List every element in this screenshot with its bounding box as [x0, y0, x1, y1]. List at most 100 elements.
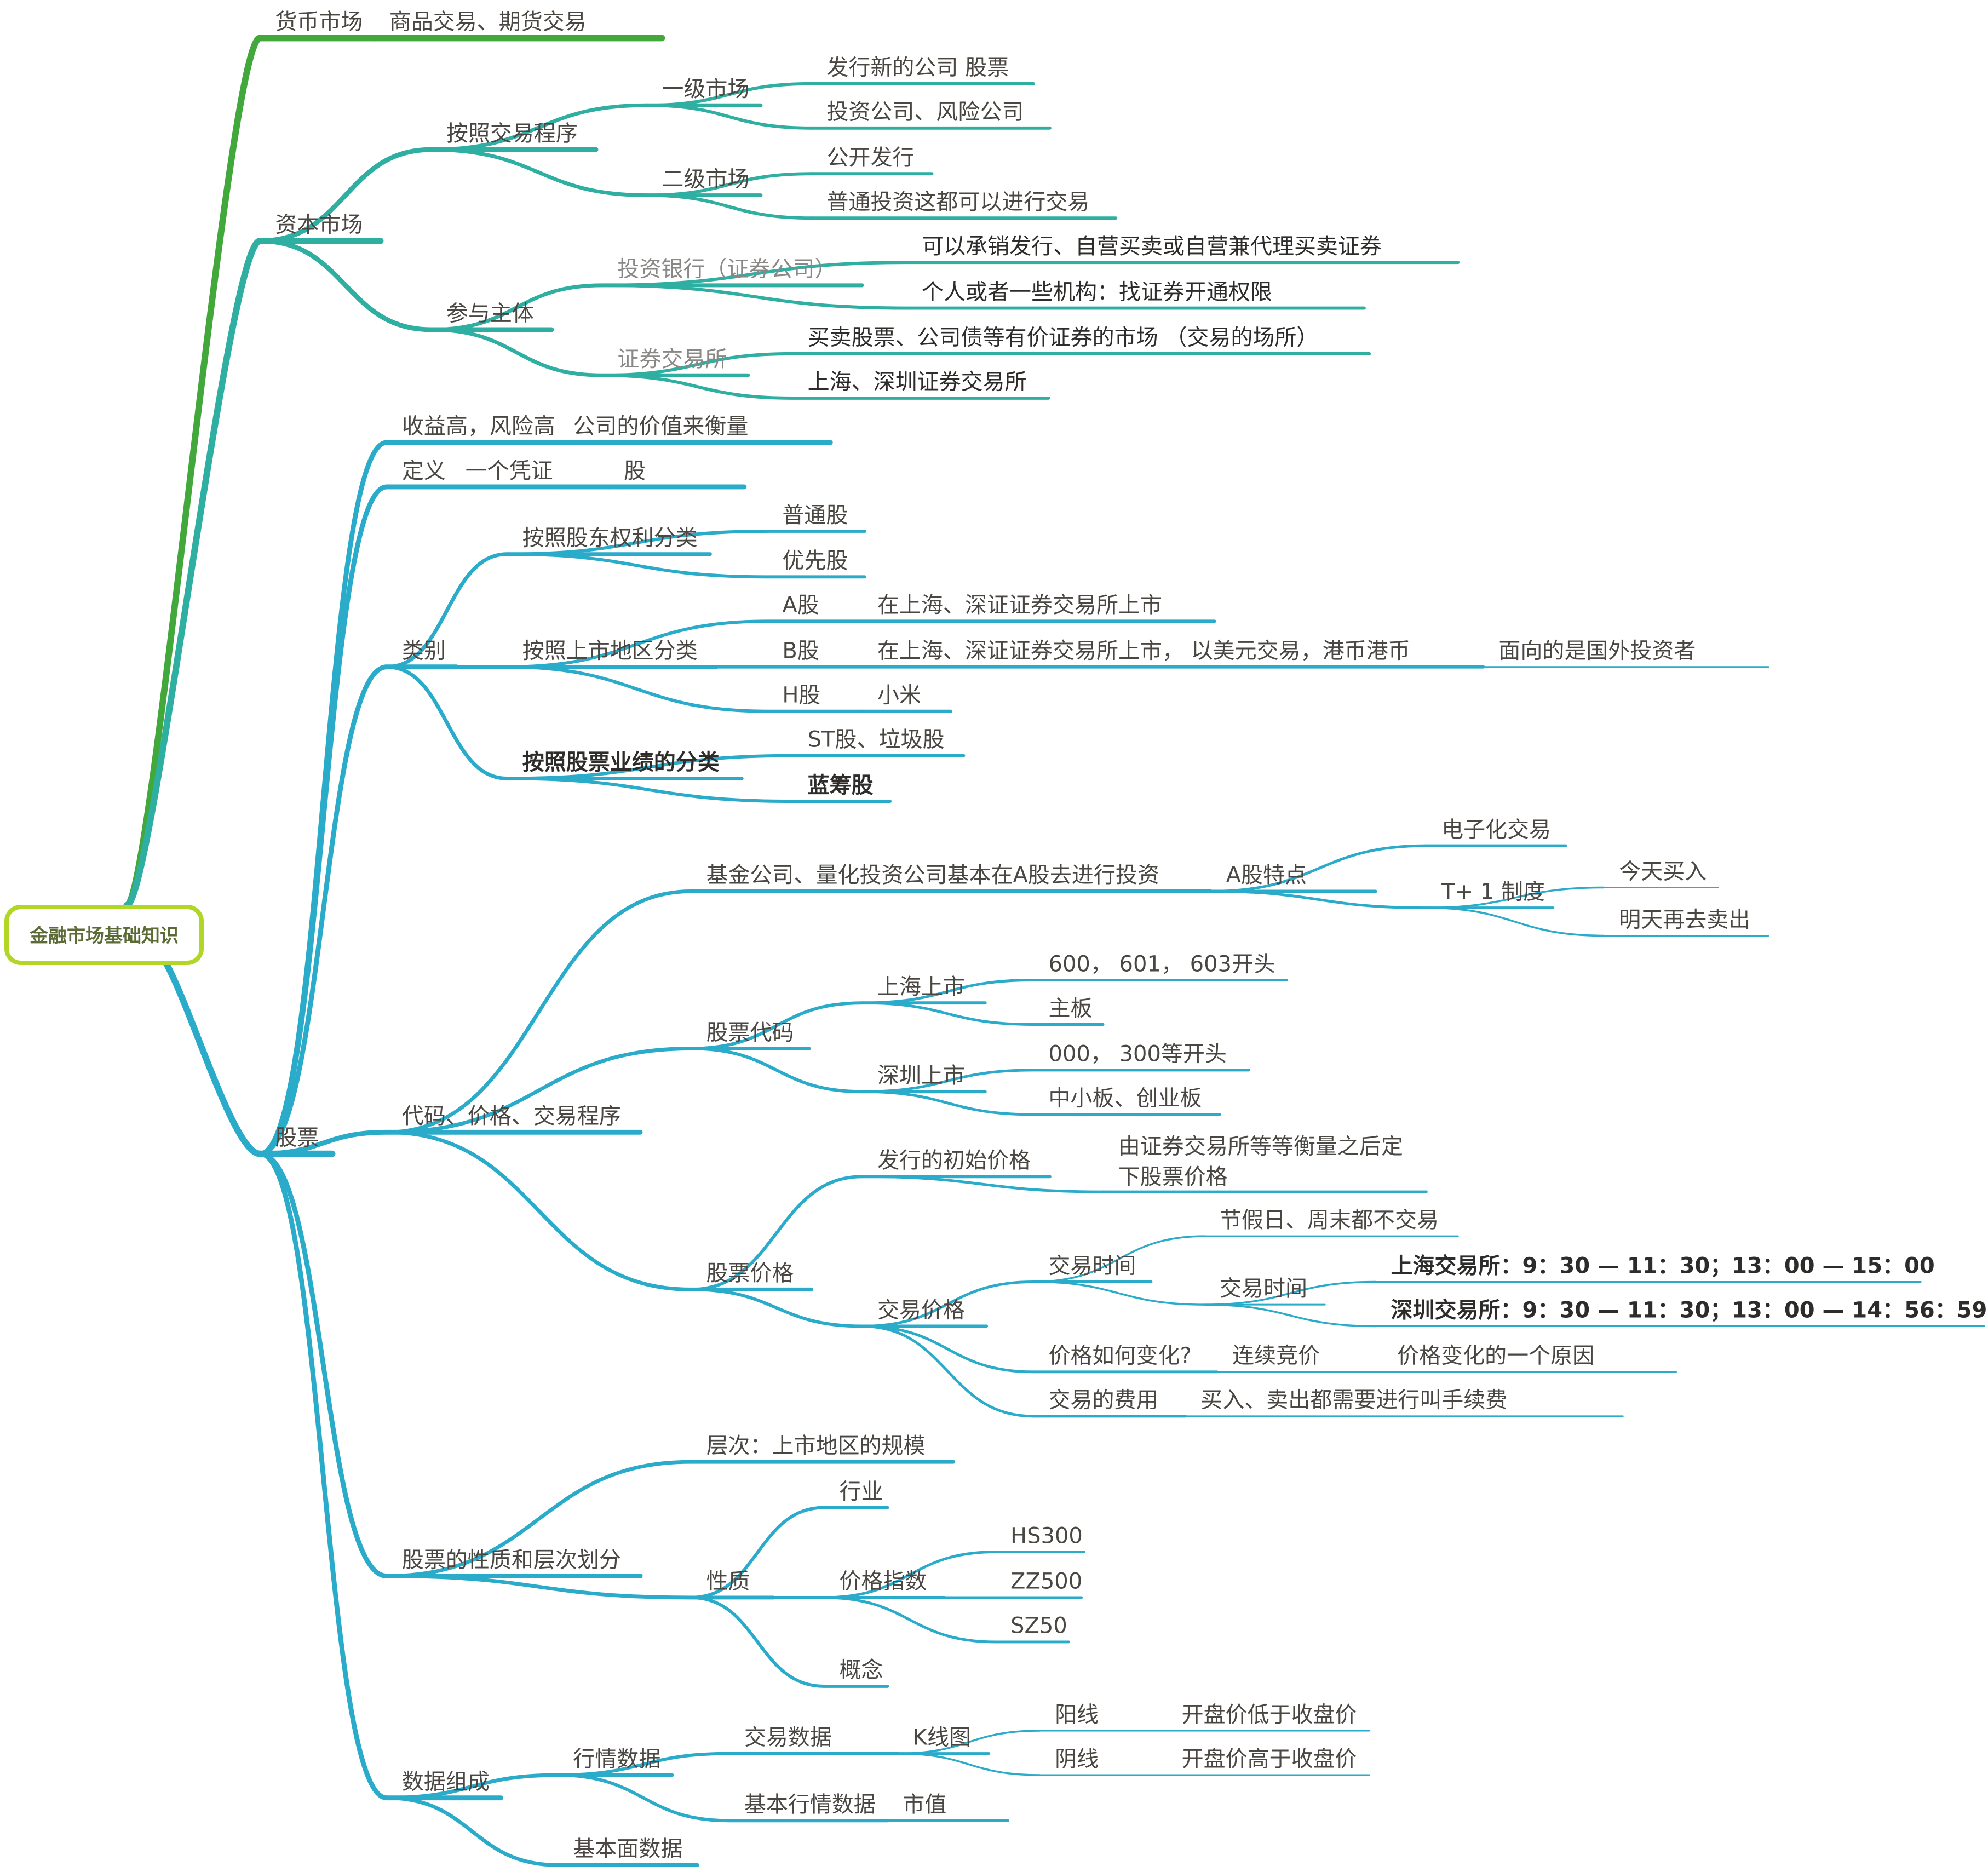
node-label-s_sz_1[interactable]: 000， 300等开头 [1049, 1042, 1227, 1067]
node-label-capital[interactable]: 资本市场 [275, 213, 363, 238]
node-label-s_cat_common[interactable]: 普通股 [782, 503, 848, 528]
node-label-s_change[interactable]: 价格如何变化? [1049, 1343, 1192, 1369]
s_fund_t1_buy-connector [1425, 886, 1605, 909]
node-label-cap_ex[interactable]: 证券交易所 [617, 347, 727, 372]
node-label-s_fund_elec[interactable]: 电子化交易 [1441, 817, 1551, 842]
node-label-s_index[interactable]: 价格指数 [840, 1569, 927, 1594]
node-label-s_cat_b[interactable]: B股 [782, 638, 819, 663]
node-label-cap_ib_1[interactable]: 可以承销发行、自营买卖或自营兼代理买卖证券 [922, 234, 1382, 259]
node-label-cap_ex_1[interactable]: 买卖股票、公司债等有价证券的市场 （交易的场所） [808, 325, 1319, 351]
node-label-s_cat_b_2[interactable]: 面向的是国外投资者 [1498, 638, 1696, 663]
node-label-s_cat_h_1[interactable]: 小米 [877, 683, 921, 708]
node-label-s_yang[interactable]: 阳线 [1055, 1702, 1099, 1727]
node-label-s_time_sh[interactable]: 上海交易所：9：30 — 11：30；13：00 — 15：00 [1391, 1253, 1935, 1278]
node-label-s_cat_st[interactable]: ST股、垃圾股 [808, 727, 945, 753]
cap_ex-connector [429, 328, 605, 377]
node-label-s_hs300[interactable]: HS300 [1010, 1523, 1083, 1548]
node-label-s_yang_1[interactable]: 开盘价低于收盘价 [1182, 1702, 1357, 1727]
node-label-s_time_sz[interactable]: 深圳交易所：9：30 — 11：30；13：00 — 14：56：59 [1391, 1297, 1987, 1323]
node-label-cap_secondary[interactable]: 二级市场 [662, 166, 749, 192]
node-label-money_1[interactable]: 商品交易、期货交易 [389, 9, 587, 35]
node-label-s_mktcap[interactable]: 市值 [903, 1792, 946, 1817]
node-label-cap_secondary_2[interactable]: 普通投资这都可以进行交易 [826, 190, 1089, 215]
node-label-s_risk[interactable]: 收益高，风险高 [402, 414, 555, 439]
node-label-s_fee_1[interactable]: 买入、卖出都需要进行叫手续费 [1200, 1388, 1507, 1413]
node-label-cap_proc[interactable]: 按照交易程序 [446, 121, 578, 146]
node-label-s_sz[interactable]: 深圳上市 [877, 1063, 965, 1088]
s_fund_t1-connector [1209, 889, 1428, 909]
node-label-s_cat_blue[interactable]: 蓝筹股 [808, 773, 874, 798]
root-node-box [4, 905, 204, 965]
node-label-s_price[interactable]: 股票价格 [706, 1261, 794, 1286]
node-label-s_level[interactable]: 层次：上市地区的规模 [706, 1433, 925, 1458]
node-label-s_code[interactable]: 代码、价格、交易程序 [402, 1104, 621, 1129]
node-label-s_cat_b_1[interactable]: 在上海、深证证券交易所上市， 以美元交易，港币港币 [877, 638, 1410, 663]
node-label-s_fund_t1_buy[interactable]: 今天买入 [1619, 859, 1707, 884]
node-label-s_def[interactable]: 定义 [402, 458, 446, 484]
node-label-s_cat_rights[interactable]: 按照股东权利分类 [522, 525, 698, 550]
node-label-s_time_holiday[interactable]: 节假日、周末都不交易 [1220, 1208, 1439, 1233]
node-label-cap_primary[interactable]: 一级市场 [662, 77, 749, 102]
node-label-s_fund[interactable]: 基金公司、量化投资公司基本在A股去进行投资 [706, 863, 1159, 888]
node-label-s_stockcode[interactable]: 股票代码 [706, 1020, 794, 1045]
node-label-s_concept[interactable]: 概念 [840, 1658, 883, 1683]
s_fundamental-connector [384, 1796, 560, 1867]
node-label-s_zz500[interactable]: ZZ500 [1010, 1569, 1082, 1594]
node-label-s_cat_a_1[interactable]: 在上海、深证证券交易所上市 [877, 593, 1162, 618]
node-label-s_cat_pref[interactable]: 优先股 [782, 548, 848, 573]
node-label-s_change_1[interactable]: 连续竞价 [1232, 1343, 1320, 1369]
node-label-s_fundamental[interactable]: 基本面数据 [573, 1836, 682, 1862]
node-label-cap_ex_2[interactable]: 上海、深圳证券交易所 [808, 370, 1027, 395]
root-node[interactable]: 金融市场基础知识 [4, 905, 204, 965]
node-label-s_sh_2[interactable]: 主板 [1049, 996, 1093, 1021]
cap_proc-connector [257, 147, 434, 244]
node-label-cap_secondary_1[interactable]: 公开发行 [826, 145, 914, 170]
node-label-cap_primary_2[interactable]: 投资公司、风险公司 [826, 100, 1024, 125]
node-label-s_ipo_1a[interactable]: 由证券交易所等等衡量之后定 [1118, 1134, 1403, 1159]
node-label-s_sz50[interactable]: SZ50 [1010, 1613, 1067, 1639]
node-label-s_cat[interactable]: 类别 [402, 638, 446, 663]
node-label-s_fund_feat[interactable]: A股特点 [1226, 863, 1307, 888]
node-label-s_fund_t1_sell[interactable]: 明天再去卖出 [1619, 907, 1750, 932]
node-label-s_time[interactable]: 交易时间 [1049, 1253, 1136, 1278]
s_price-connector [384, 1130, 693, 1291]
node-label-money[interactable]: 货币市场 [275, 9, 363, 35]
node-label-s_cat_h[interactable]: H股 [782, 683, 820, 708]
node-label-s_sz_2[interactable]: 中小板、创业板 [1049, 1086, 1202, 1111]
s_data-connector [257, 1151, 389, 1801]
cap_secondary-connector [429, 147, 649, 197]
node-label-s_trade[interactable]: 交易价格 [877, 1297, 965, 1323]
node-label-s_basicmkt[interactable]: 基本行情数据 [744, 1792, 876, 1817]
node-label-s_market[interactable]: 行情数据 [573, 1747, 660, 1772]
node-label-s_time_2[interactable]: 交易时间 [1220, 1276, 1307, 1301]
node-label-cap_primary_1[interactable]: 发行新的公司 股票 [826, 55, 1009, 81]
node-label-s_cat_perf[interactable]: 按照股票业绩的分类 [522, 750, 720, 775]
node-label-s_cat_region[interactable]: 按照上市地区分类 [522, 638, 698, 663]
node-label-s_kline[interactable]: K线图 [913, 1725, 971, 1750]
node-label-s_yin[interactable]: 阴线 [1055, 1747, 1099, 1772]
node-label-s_fee[interactable]: 交易的费用 [1049, 1388, 1158, 1413]
node-label-s_sh[interactable]: 上海上市 [877, 974, 965, 1000]
node-label-s_def_1[interactable]: 一个凭证 [466, 458, 553, 484]
node-label-s_cat_a[interactable]: A股 [782, 593, 819, 618]
node-label-s_ipo_1b[interactable]: 下股票价格 [1118, 1164, 1228, 1190]
node-label-s_nature[interactable]: 股票的性质和层次划分 [402, 1547, 621, 1572]
node-label-s_sh_1[interactable]: 600， 601， 603开头 [1049, 951, 1275, 977]
node-label-stock[interactable]: 股票 [275, 1125, 319, 1150]
node-label-s_change_2[interactable]: 价格变化的一个原因 [1397, 1343, 1594, 1369]
node-label-cap_ib_2[interactable]: 个人或者一些机构：找证券开通权限 [922, 279, 1272, 305]
node-label-s_yin_1[interactable]: 开盘价高于收盘价 [1182, 1747, 1357, 1772]
node-label-cap_part[interactable]: 参与主体 [446, 301, 534, 326]
node-label-s_data[interactable]: 数据组成 [402, 1769, 490, 1794]
node-label-cap_ib[interactable]: 投资银行（证券公司） [617, 257, 836, 282]
node-label-s_tradedata[interactable]: 交易数据 [744, 1725, 832, 1750]
node-label-s_ipo[interactable]: 发行的初始价格 [877, 1148, 1031, 1173]
s_nature-connector [257, 1151, 389, 1578]
node-label-s_prop[interactable]: 性质 [706, 1569, 750, 1594]
node-label-s_industry[interactable]: 行业 [840, 1479, 883, 1504]
node-label-s_fund_t1[interactable]: T+ 1 制度 [1441, 879, 1545, 904]
s_change-connector [860, 1325, 1035, 1374]
node-label-s_risk_1[interactable]: 公司的价值来衡量 [573, 414, 748, 439]
money-connector [123, 35, 263, 909]
node-label-s_def_2[interactable]: 股 [624, 458, 646, 484]
